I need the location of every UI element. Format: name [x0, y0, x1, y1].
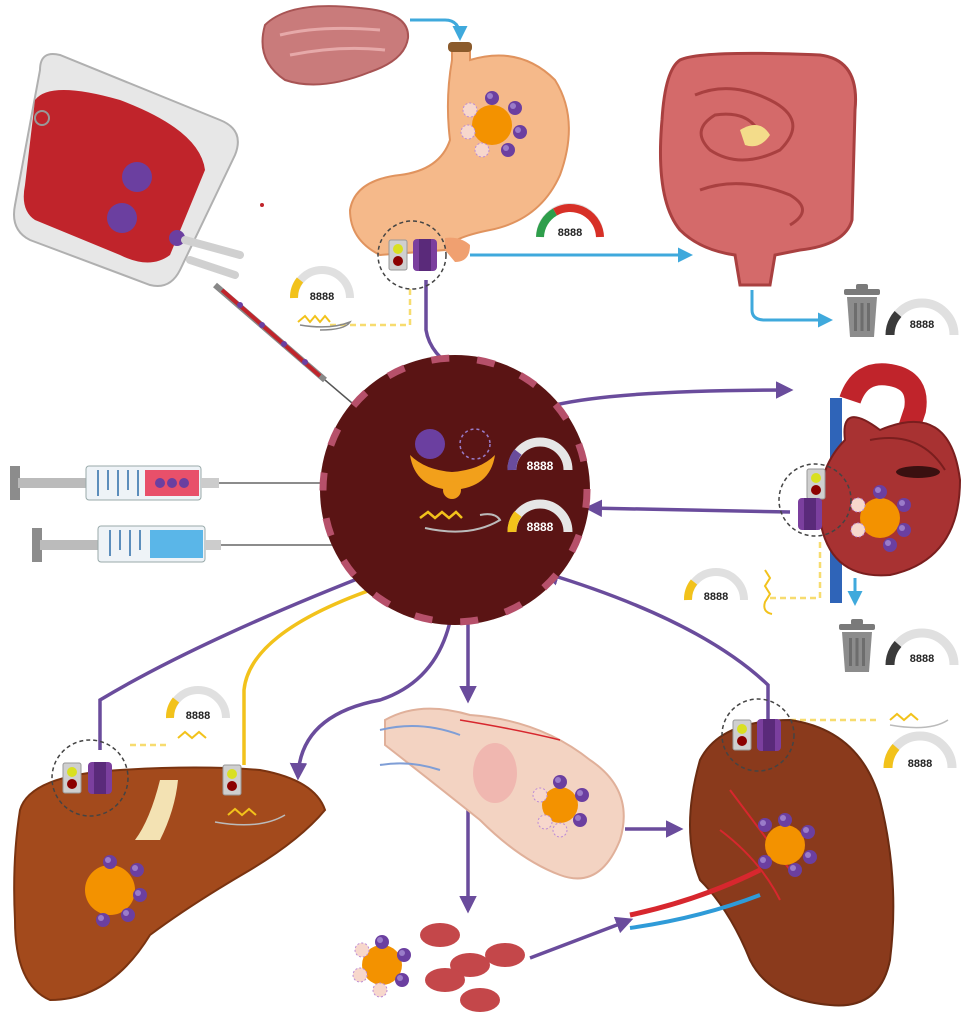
heart-gauge-value: 8888: [704, 591, 728, 603]
plasma-hepcidin-gauge-value: 8888: [527, 520, 554, 534]
stomach-out-gauge: 8888: [540, 207, 600, 239]
heart-trash-icon: [839, 619, 875, 672]
meat-to-stomach-arrow: [410, 20, 460, 38]
spleen-gauge: 8888: [888, 736, 952, 770]
blood-bag-icon: [14, 54, 375, 434]
macrophage-icon: [472, 105, 512, 145]
liver-to-plasma-arrow: [100, 570, 380, 750]
stomach-icon: [350, 42, 569, 289]
ferroportin-icon: [413, 239, 437, 271]
red-blood-cell-icon: [420, 923, 460, 947]
heart-waste-gauge: 8888: [890, 633, 954, 665]
stomach-hepcidin-dash: [330, 285, 410, 325]
colon-icon: [660, 53, 855, 285]
spleen-gauge-value: 8888: [908, 758, 932, 770]
traffic-light-icon: [389, 240, 407, 270]
plasma-to-heart-arrow: [555, 390, 790, 405]
heart-icon: [779, 374, 960, 603]
rbc-to-spleen-arrow: [530, 920, 630, 958]
colon-to-waste-arrow: [752, 290, 830, 320]
blood-bag-gauge: 8888: [294, 270, 350, 303]
colon-waste-gauge: 8888: [890, 303, 954, 335]
heart-hepcidin-dash: [770, 540, 820, 598]
liver-gauge-value: 8888: [186, 710, 210, 722]
heart-to-plasma-arrow: [588, 508, 790, 512]
liver-icon: [14, 740, 325, 1000]
liver-hepcidin-peptide-icon: [178, 732, 206, 738]
liver-gauge: 8888: [170, 690, 226, 722]
liver-hepcidin-arrow: [244, 585, 385, 765]
hepcidin-peptide-icon: [298, 316, 330, 322]
spleen-to-plasma-arrow: [545, 573, 768, 720]
spleen-hepcidin-peptide-icon: [890, 714, 918, 720]
colon-trash-icon: [844, 284, 880, 337]
bone-marrow-icon: [380, 709, 624, 879]
plasma-transferrin-gauge-value: 8888: [527, 459, 554, 473]
colon-waste-gauge-value: 8888: [910, 319, 934, 331]
blood-bag-gauge-value: 8888: [310, 291, 334, 303]
heart-hepcidin-peptide-icon: [764, 570, 772, 614]
heart-gauge: 8888: [688, 572, 744, 603]
spleen-icon: [630, 699, 893, 1005]
stomach-out-gauge-value: 8888: [558, 227, 582, 239]
meat-icon: [263, 6, 409, 84]
plasma-compartment: 8888 8888: [320, 355, 590, 625]
heart-waste-gauge-value: 8888: [910, 653, 934, 665]
red-blood-cells-group: [353, 923, 525, 1012]
